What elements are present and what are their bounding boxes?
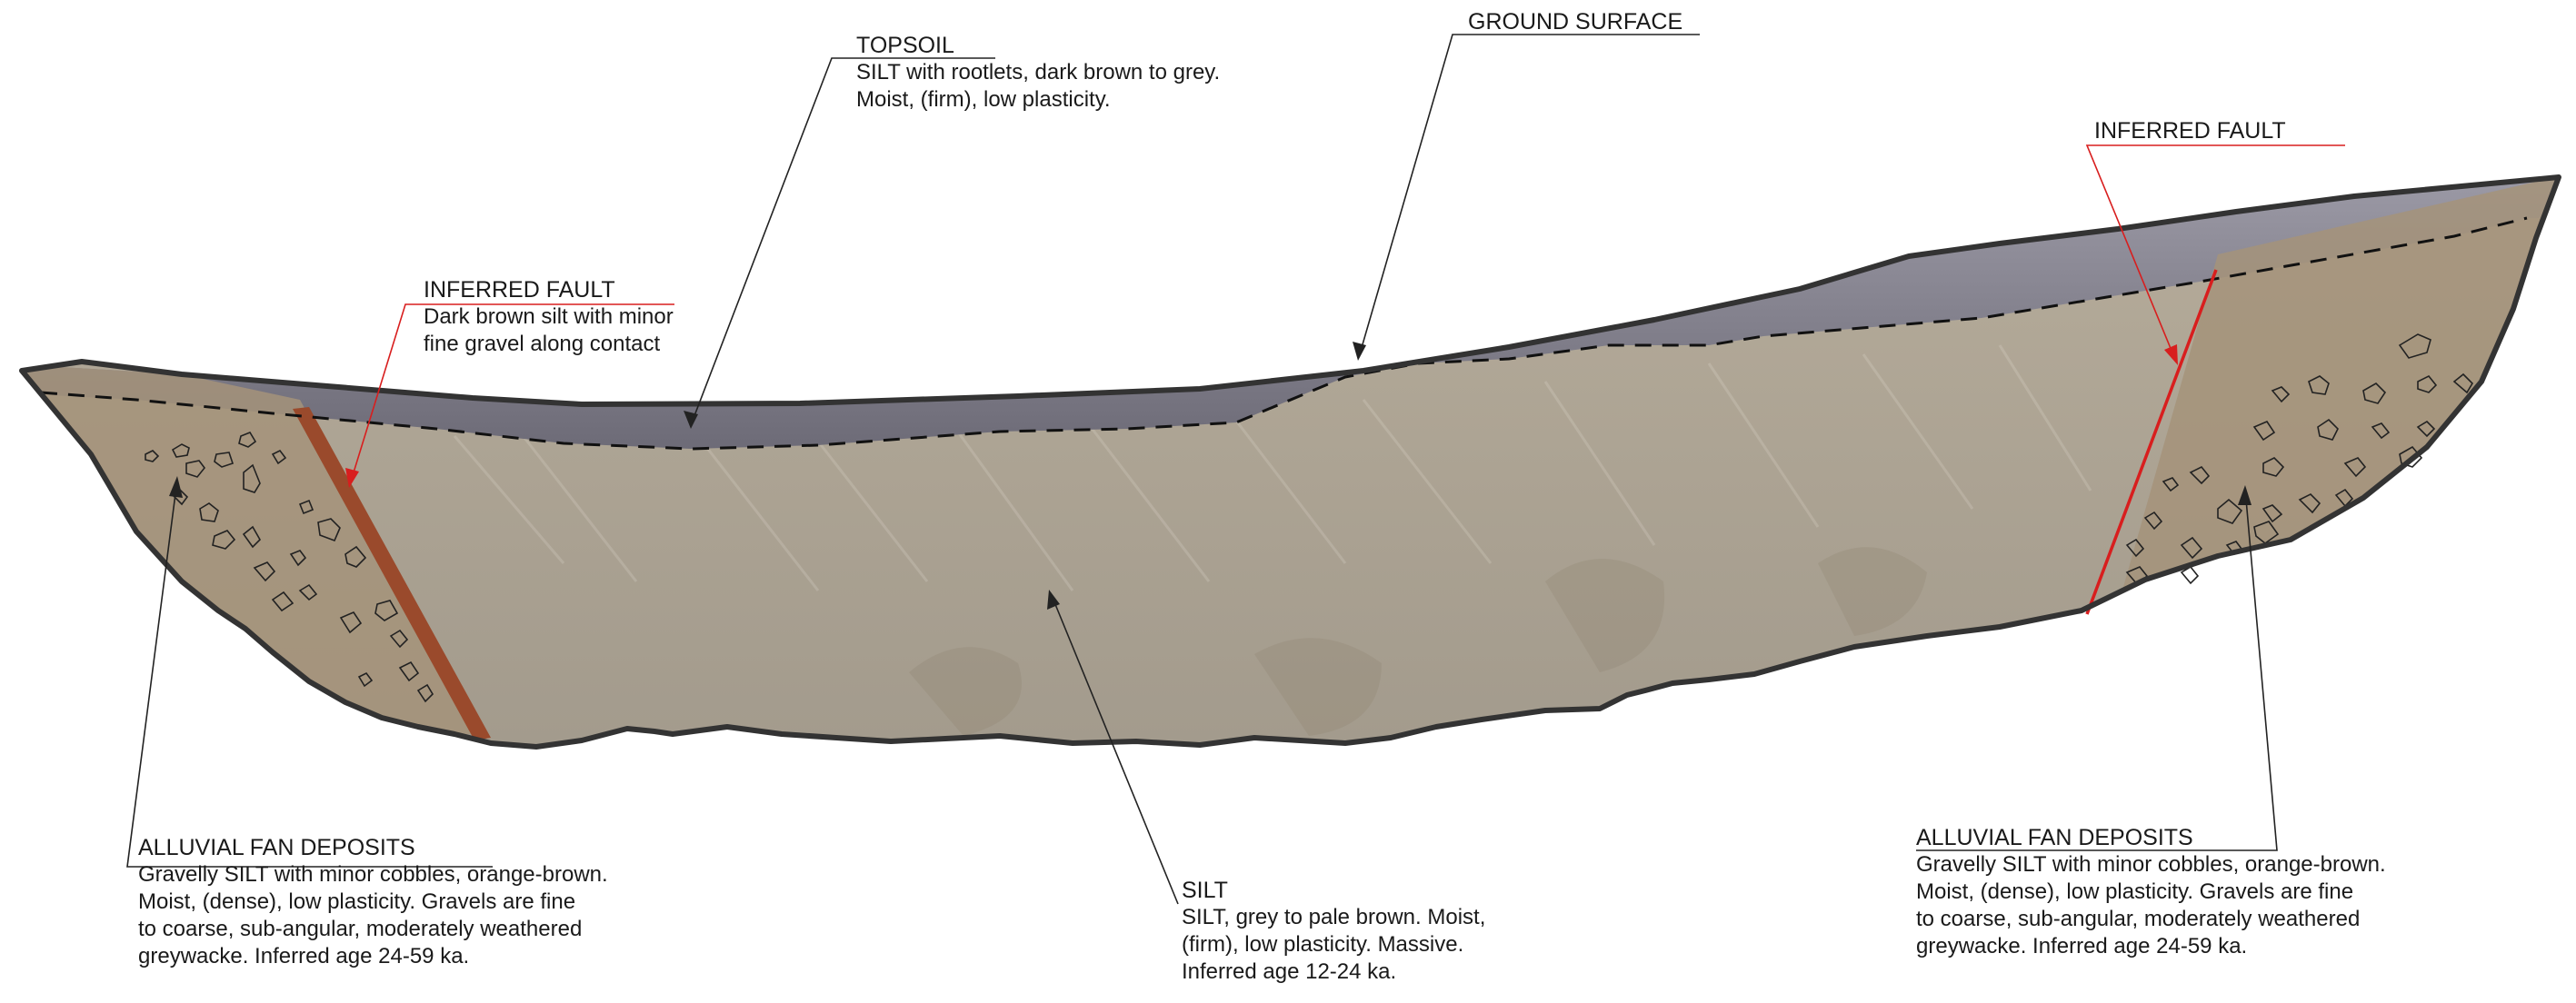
label-fault-right: INFERRED FAULT [2094, 117, 2286, 144]
label-alluvial-left: ALLUVIAL FAN DEPOSITS Gravelly SILT with… [138, 834, 608, 970]
label-topsoil: TOPSOIL SILT with rootlets, dark brown t… [856, 32, 1220, 114]
label-alluvial-right-line-4: greywacke. Inferred age 24-59 ka. [1916, 933, 2386, 960]
label-silt-line-1: SILT, grey to pale brown. Moist, [1182, 904, 1485, 931]
arrow-ground-surface [1353, 342, 1366, 361]
label-silt: SILT SILT, grey to pale brown. Moist, (f… [1182, 877, 1485, 986]
label-fault-left-title: INFERRED FAULT [424, 276, 674, 303]
label-alluvial-left-line-3: to coarse, sub-angular, moderately weath… [138, 916, 608, 943]
label-topsoil-line-2: Moist, (firm), low plasticity. [856, 86, 1220, 114]
leader-ground-surface [1359, 35, 1700, 357]
label-alluvial-right-line-2: Moist, (dense), low plasticity. Gravels … [1916, 879, 2386, 906]
label-alluvial-left-title: ALLUVIAL FAN DEPOSITS [138, 834, 608, 861]
label-fault-left: INFERRED FAULT Dark brown silt with mino… [424, 276, 674, 358]
label-silt-line-3: Inferred age 12-24 ka. [1182, 958, 1485, 986]
label-fault-right-title: INFERRED FAULT [2094, 117, 2286, 144]
section-fill [0, 136, 2576, 772]
label-alluvial-left-line-2: Moist, (dense), low plasticity. Gravels … [138, 889, 608, 916]
label-alluvial-right-title: ALLUVIAL FAN DEPOSITS [1916, 824, 2386, 851]
label-topsoil-line-1: SILT with rootlets, dark brown to grey. [856, 59, 1220, 86]
label-alluvial-right-line-3: to coarse, sub-angular, moderately weath… [1916, 906, 2386, 933]
label-alluvial-left-line-1: Gravelly SILT with minor cobbles, orange… [138, 861, 608, 889]
label-topsoil-title: TOPSOIL [856, 32, 1220, 59]
label-silt-line-2: (firm), low plasticity. Massive. [1182, 931, 1485, 958]
label-ground-surface: GROUND SURFACE [1468, 8, 1682, 35]
label-alluvial-right: ALLUVIAL FAN DEPOSITS Gravelly SILT with… [1916, 824, 2386, 960]
label-alluvial-right-line-1: Gravelly SILT with minor cobbles, orange… [1916, 851, 2386, 879]
label-fault-left-line-1: Dark brown silt with minor [424, 303, 674, 331]
label-fault-left-line-2: fine gravel along contact [424, 331, 674, 358]
label-alluvial-left-line-4: greywacke. Inferred age 24-59 ka. [138, 943, 608, 970]
label-ground-surface-title: GROUND SURFACE [1468, 8, 1682, 35]
label-silt-title: SILT [1182, 877, 1485, 904]
